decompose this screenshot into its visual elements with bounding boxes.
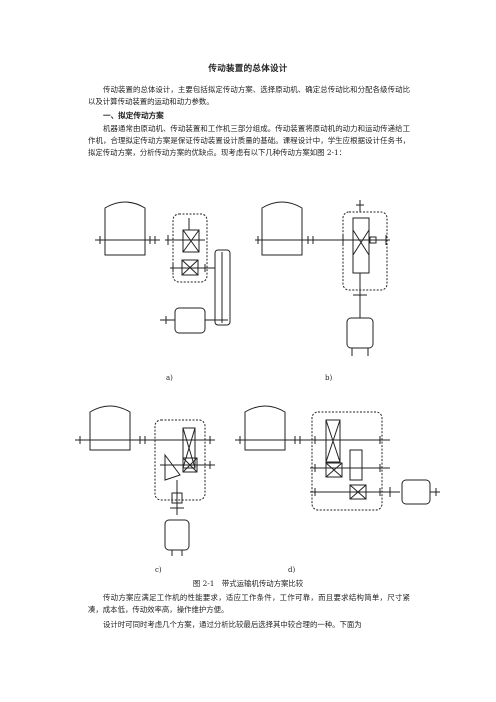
closing-paragraph: 设计时可同时考虑几个方案，通过分析比较最后选择其中较合理的一种。下面为 bbox=[103, 620, 362, 629]
scheme-a-diagram bbox=[95, 202, 230, 333]
gear-upper bbox=[183, 230, 199, 252]
intro-paragraph: 传动装置的总体设计，主要包括拟定传动方案、选择原动机、确定总传动比和分配各级传动… bbox=[88, 85, 410, 106]
figure-label-a: a) bbox=[166, 374, 173, 382]
conveyor-drum bbox=[245, 406, 285, 450]
scheme-c-diagram bbox=[75, 406, 215, 556]
gear-stage-1 bbox=[326, 420, 340, 462]
figure-label-b: b) bbox=[325, 374, 333, 382]
conveyor-drum bbox=[90, 406, 130, 450]
gearbox-housing bbox=[312, 412, 382, 510]
electric-motor bbox=[165, 520, 189, 550]
figure-caption: 图 2-1 带式运输机传动方案比较 bbox=[192, 579, 304, 588]
gear-stage-3 bbox=[350, 450, 362, 480]
requirements-paragraph: 传动方案应满足工作机的性能要求，适应工作条件，工作可靠，而且要求结构简单，尺寸紧… bbox=[88, 593, 410, 614]
electric-motor bbox=[402, 480, 430, 504]
gear-stage-2 bbox=[326, 463, 342, 477]
bevel-gear bbox=[165, 455, 180, 480]
conveyor-drum bbox=[262, 202, 302, 255]
gearbox-housing bbox=[343, 212, 387, 290]
electric-motor bbox=[347, 318, 373, 348]
belt-drive bbox=[215, 250, 230, 325]
figure-label-d: d) bbox=[288, 566, 296, 574]
gear-stage bbox=[353, 218, 369, 273]
gearbox-housing bbox=[155, 420, 205, 500]
scheme-d-diagram bbox=[235, 406, 440, 510]
section-body-paragraph: 机器通常由原动机、传动装置和工作机三部分组成。传动装置将原动机的动力和运动传递给… bbox=[88, 124, 410, 157]
scheme-b-diagram bbox=[255, 200, 390, 356]
conveyor-drum bbox=[105, 202, 145, 255]
electric-motor bbox=[175, 308, 205, 333]
section-heading: 一、拟定传动方案 bbox=[103, 111, 164, 120]
gear-upper bbox=[183, 428, 195, 468]
gearbox-housing bbox=[173, 214, 207, 282]
figure-label-c: c) bbox=[155, 566, 162, 574]
page-title: 传动装置的总体设计 bbox=[208, 64, 288, 74]
